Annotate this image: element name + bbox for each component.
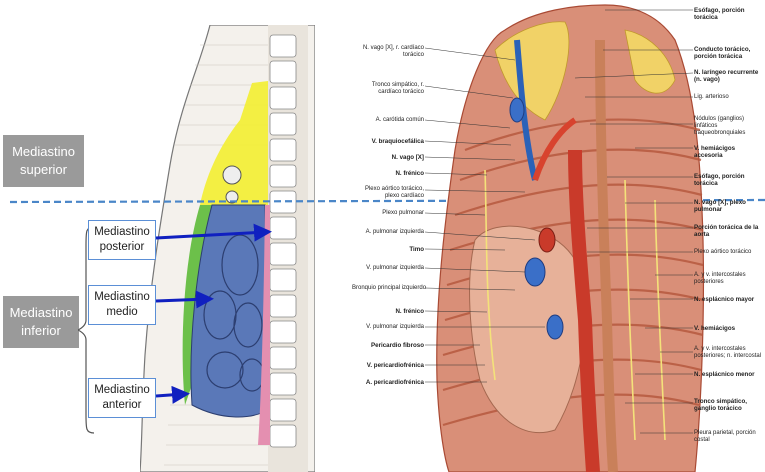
- label-n-laringeo-recurrente: N. laríngeo recurrente (n. vago): [694, 69, 764, 83]
- label-porcion-toracica-aorta: Porción torácica de la aorta: [694, 224, 764, 238]
- arrow-posterior: [156, 232, 266, 238]
- label-a-v-intercostales-posteriores: A. y v. intercostales posteriores: [694, 272, 764, 286]
- label-n-vago-r-cardiaco: N. vago [X], r. cardíaco torácico: [352, 45, 424, 59]
- label-tronco-simpatico-r-cardiaco: Tronco simpático, r. cardíaco torácico: [352, 82, 424, 96]
- label-pericardio-fibroso: Pericardio fibroso: [352, 342, 424, 349]
- label-n-esplacnico-menor: N. esplácnico menor: [694, 371, 764, 378]
- label-esofago-superior: Esófago, porción torácica: [694, 7, 764, 21]
- label-v-pulmonar-izquierda-1: V. pulmonar izquierda: [352, 265, 424, 272]
- label-a-v-intercostales-n-intercostal: A. y v. intercostales posteriores; n. in…: [694, 346, 764, 360]
- label-conducto-toracico: Conducto torácico, porción torácica: [694, 46, 764, 60]
- arrow-medio: [156, 299, 208, 301]
- label-esofago-inferior: Esófago, porción torácica: [694, 173, 764, 187]
- label-n-frenico-superior: N. frénico: [352, 170, 424, 177]
- label-pleura-parietal: Pleura parietal, porción costal: [694, 430, 764, 444]
- label-lig-arterioso: Lig. arterioso: [694, 94, 764, 101]
- label-v-hemiacigos-accesoria: V. hemiácigos accesoria: [694, 145, 764, 159]
- label-n-esplacnico-mayor: N. esplácnico mayor: [694, 296, 764, 303]
- label-bronquio-principal-izquierdo: Bronquio principal izquierdo: [352, 285, 424, 292]
- arrow-anterior: [156, 394, 184, 396]
- label-a-pulmonar-izquierda: A. pulmonar izquierda: [352, 229, 424, 236]
- label-plexo-aortico-cardiaco: Plexo aórtico torácico, plexo cardíaco: [352, 186, 424, 200]
- label-n-vago: N. vago [X]: [352, 154, 424, 161]
- label-v-hemiacigos: V. hemiácigos: [694, 325, 764, 332]
- label-v-pericardiofrenica: V. pericardiofrénica: [352, 362, 424, 369]
- label-n-frenico-inferior: N. frénico: [352, 308, 424, 315]
- label-timo: Timo: [352, 246, 424, 253]
- label-a-carotida-comun: A. carótida común: [352, 117, 424, 124]
- mediastinum-dissection-illustration: [425, 0, 725, 472]
- label-tronco-simpatico-ganglio: Tronco simpático, ganglio torácico: [694, 398, 764, 412]
- label-a-pericardiofrenica: A. pericardiofrénica: [352, 379, 424, 386]
- label-nodulos-linfaticos: Nódulos (ganglios) linfáticos traqueobro…: [694, 116, 764, 137]
- label-plexo-aortico-toracico: Plexo aórtico torácico: [694, 249, 764, 256]
- label-plexo-pulmonar: Plexo pulmonar: [352, 210, 424, 217]
- label-v-pulmonar-izquierda-2: V. pulmonar izquierda: [352, 324, 424, 331]
- label-v-braquiocefalica: V. braquiocefálica: [352, 138, 424, 145]
- label-n-vago-plexo-pulmonar: N. vago [X], plexo pulmonar: [694, 199, 764, 213]
